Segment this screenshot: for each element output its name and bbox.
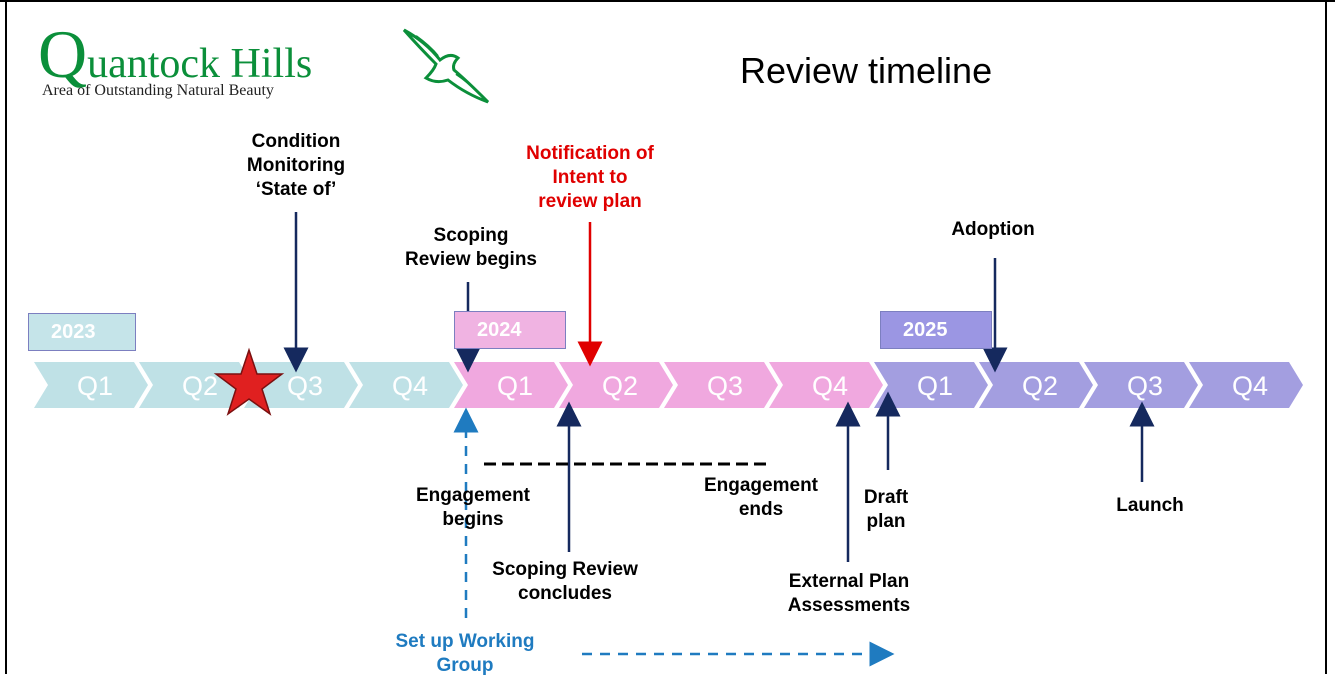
quarter-label: Q4 <box>812 371 848 401</box>
label-external-plan-assessments: External Plan Assessments <box>787 571 911 616</box>
label-scoping-review-begins: Scoping Review begins <box>405 225 537 270</box>
quarter-label: Q4 <box>1232 371 1268 401</box>
label-set-up-working-group: Set up Working Group <box>395 631 535 676</box>
year-box-2024: 2024 <box>454 311 566 349</box>
label-condition-monitoring: Condition Monitoring ‘State of’ <box>246 131 346 200</box>
quarter-chevron <box>1189 362 1303 408</box>
quarter-chevron <box>664 362 778 408</box>
quarter-chevron <box>34 362 148 408</box>
quarter-label: Q4 <box>392 371 428 401</box>
bird-icon <box>402 28 490 104</box>
quarter-label: Q2 <box>602 371 638 401</box>
quarter-chevron <box>874 362 988 408</box>
label-draft-plan: Draft plan <box>863 487 909 532</box>
quarter-label: Q3 <box>1127 371 1163 401</box>
label-engagement-ends: Engagement ends <box>703 475 819 520</box>
quarter-label: Q1 <box>497 371 533 401</box>
quarter-label: Q3 <box>707 371 743 401</box>
logo-wordmark: Quantock Hills <box>38 16 313 92</box>
page-title: Review timeline <box>740 50 993 91</box>
quarter-chevron <box>349 362 463 408</box>
label-notification-of-intent: Notification of Intent to review plan <box>526 143 654 212</box>
logo-tagline: Area of Outstanding Natural Beauty <box>42 82 274 99</box>
quarter-chevron <box>454 362 568 408</box>
quarter-chevron <box>979 362 1093 408</box>
label-adoption: Adoption <box>951 219 1035 240</box>
quarter-chevron <box>1084 362 1198 408</box>
quarter-chevron <box>769 362 883 408</box>
label-launch: Launch <box>1116 495 1184 516</box>
quantock-hills-logo: Quantock Hills Area of Outstanding Natur… <box>38 16 490 110</box>
year-box-2023: 2023 <box>28 313 136 351</box>
quarter-label: Q1 <box>77 371 113 401</box>
quarter-chevron <box>559 362 673 408</box>
quarter-label: Q1 <box>917 371 953 401</box>
quarter-label: Q3 <box>287 371 323 401</box>
quarter-chevrons: Q1 Q2 Q3 Q4 Q1 Q2 Q3 Q4 Q1 Q2 Q3 Q4 <box>34 362 1303 408</box>
quarter-label: Q2 <box>1022 371 1058 401</box>
quarter-label: Q2 <box>182 371 218 401</box>
slide-border-left <box>5 2 7 674</box>
slide-border-right <box>1325 2 1327 674</box>
star-icon <box>213 347 285 416</box>
year-box-2025: 2025 <box>880 311 992 349</box>
label-engagement-begins: Engagement begins <box>415 485 531 530</box>
label-scoping-review-concludes: Scoping Review concludes <box>492 559 638 604</box>
